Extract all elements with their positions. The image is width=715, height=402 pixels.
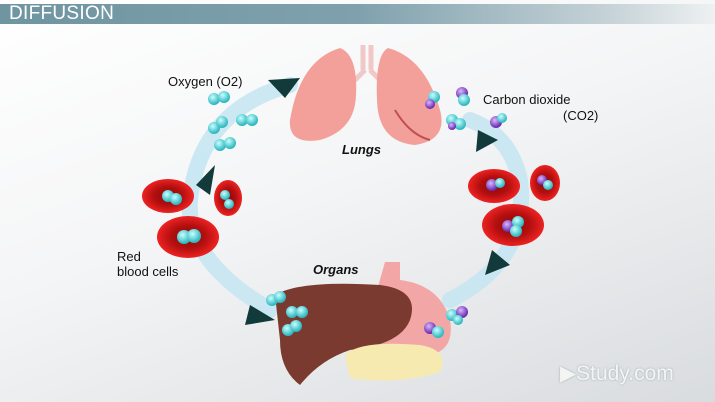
carbon-dioxide-label: Carbon dioxide xyxy=(483,92,571,107)
red-blood-cells xyxy=(142,165,560,258)
study-logo: ▶︎Study.com xyxy=(560,361,674,386)
flow-arrows xyxy=(196,78,510,325)
oxygen-label: Oxygen (O2) xyxy=(168,74,243,89)
oxygen-molecules xyxy=(162,91,308,336)
red-blood-cells-label-line2: blood cells xyxy=(117,264,179,279)
red-blood-cells-label-line1: Red xyxy=(117,249,141,264)
organs-label: Organs xyxy=(313,262,359,277)
title-bar: DIFFUSION xyxy=(0,4,715,24)
carbon-dioxide-molecules xyxy=(424,87,553,338)
co2-label: (CO2) xyxy=(563,108,599,123)
lungs-label: Lungs xyxy=(342,142,381,157)
lungs-illustration xyxy=(289,45,442,145)
logo-text: Study.com xyxy=(576,362,674,385)
play-circle-icon: ▶︎ xyxy=(560,362,577,385)
slide-title: DIFFUSION xyxy=(9,3,115,24)
